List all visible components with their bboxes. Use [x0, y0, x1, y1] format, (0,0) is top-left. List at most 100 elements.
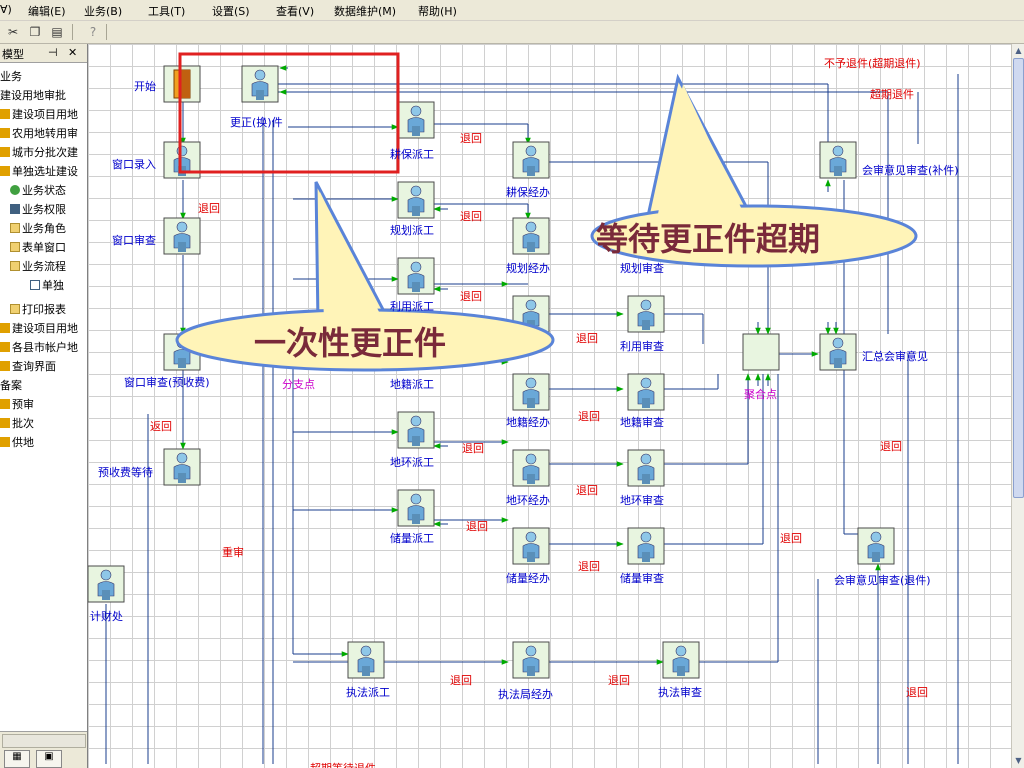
fee-wait-label: 预收费等待 — [98, 466, 153, 479]
correction-label: 更正(换)件 — [230, 116, 283, 129]
tree-item[interactable]: 业务角色 — [10, 220, 66, 236]
return-label: 退回 — [576, 332, 598, 345]
tree-item[interactable]: 查询界面 — [0, 358, 56, 374]
tree-item-label: 业务流程 — [22, 260, 66, 273]
menu-settings[interactable]: 设置(S) — [212, 5, 250, 18]
tree-item[interactable]: 打印报表 — [10, 301, 66, 317]
tree-item-label: 城市分批次建 — [12, 146, 78, 159]
tree-item[interactable]: 备案 — [0, 379, 22, 392]
highlight-box — [178, 52, 400, 174]
tree-item-label: 建设项目用地 — [12, 108, 78, 121]
return-label: 退回 — [880, 440, 902, 453]
form-view-tab-icon[interactable]: ▣ — [36, 750, 62, 768]
menu-help[interactable]: 帮助(H) — [418, 5, 457, 18]
tree-item[interactable]: 表单窗口 — [10, 239, 66, 255]
model-view-tab-icon[interactable]: ▦ — [4, 750, 30, 768]
return-label: 退回 — [460, 290, 482, 303]
menu-data-maintenance[interactable]: 数据维护(M) — [334, 5, 397, 18]
menu-file[interactable]: Ɐ) — [0, 3, 12, 16]
menu-tools[interactable]: 工具(T) — [148, 5, 186, 18]
tree-item[interactable]: 业务流程 — [10, 258, 66, 274]
enforce-handle-node — [512, 641, 550, 679]
panel-header: 模型 ⊣ ✕ — [0, 44, 87, 63]
tree-item[interactable]: 建设项目用地 — [0, 106, 78, 122]
guihua-dispatch-node — [397, 181, 435, 219]
chuliang-review-node — [627, 527, 665, 565]
tree-item[interactable]: 建设用地审批 — [0, 89, 66, 102]
tree-item-label: 业务状态 — [22, 184, 66, 197]
chuliang-dispatch-node — [397, 489, 435, 527]
scroll-up-icon[interactable]: ▲ — [1015, 46, 1022, 55]
folder-icon — [10, 304, 20, 314]
chuliang-review-label: 储量审查 — [620, 572, 664, 585]
permission-icon — [10, 204, 20, 214]
enforce-dispatch-node — [347, 641, 385, 679]
pin-icon[interactable]: ⊣ — [48, 46, 58, 59]
chuliang-handle-label: 储量经办 — [506, 572, 550, 585]
tree-item[interactable]: 预审 — [0, 396, 34, 412]
copy-icon[interactable]: ❐ — [29, 25, 41, 39]
return-label: 退回 — [466, 520, 488, 533]
tree-item[interactable]: 业务权限 — [10, 201, 66, 217]
callout-right-text: 等待更正件超期 — [596, 220, 821, 258]
joint-return-label: 会审意见审查(退件) — [834, 574, 931, 587]
menu-edit[interactable]: 编辑(E) — [28, 5, 66, 18]
dihuan-dispatch-node — [397, 411, 435, 449]
diji-handle-label: 地籍经办 — [506, 416, 550, 429]
diji-review-label: 地籍审查 — [620, 416, 664, 429]
panel-footer: ▦ ▣ — [0, 731, 87, 768]
scroll-down-icon[interactable]: ▼ — [1015, 756, 1022, 765]
workflow-icon — [0, 399, 10, 409]
workflow-icon — [0, 128, 10, 138]
paste-icon[interactable]: ▤ — [51, 25, 63, 39]
overdue-return-label: 超期退件 — [870, 88, 914, 101]
workflow-canvas[interactable]: 开始 更正(换)件 窗口录入 窗口审查 窗口审查(预收费) 预收费等待 计财处 … — [88, 44, 1011, 768]
reexam-label: 重审 — [222, 546, 244, 559]
callout-right — [590, 73, 918, 268]
start-label: 开始 — [134, 80, 156, 93]
liyong-review-label: 利用审查 — [620, 340, 664, 353]
return-label: 退回 — [198, 202, 220, 215]
tree-item-label: 业务权限 — [22, 203, 66, 216]
tree-item[interactable]: 业务状态 — [10, 182, 66, 198]
workflow-icon — [0, 323, 10, 333]
gengbao-handle-node — [512, 141, 550, 179]
dihuan-review-node — [627, 449, 665, 487]
tree-item[interactable]: 农用地转用审 — [0, 125, 78, 141]
gengbao-handle-label: 耕保经办 — [506, 186, 550, 199]
tree-item[interactable]: 业务 — [0, 70, 22, 83]
workflow-icon — [0, 437, 10, 447]
enforce-review-node — [662, 641, 700, 679]
start-node — [163, 65, 201, 103]
diji-handle-node — [512, 373, 550, 411]
fee-wait-node — [163, 448, 201, 486]
close-icon[interactable]: ✕ — [68, 46, 78, 59]
window-review-node — [163, 217, 201, 255]
tree-item[interactable]: 批次 — [0, 415, 34, 431]
menu-business[interactable]: 业务(B) — [84, 5, 123, 18]
tree-item[interactable]: 单独选址建设 — [0, 163, 78, 179]
cut-icon[interactable]: ✂ — [7, 25, 19, 39]
return-back-label: 返回 — [150, 420, 172, 433]
scroll-thumb[interactable] — [1013, 58, 1024, 498]
tree-item-label: 预审 — [12, 398, 34, 411]
tree-item[interactable]: 城市分批次建 — [0, 144, 78, 160]
workflow-icon — [0, 418, 10, 428]
menu-view[interactable]: 查看(V) — [276, 5, 315, 18]
no-return-label: 不予退件(超期退件) — [824, 57, 921, 70]
tree-item-label: 各县市帐户地 — [12, 341, 78, 354]
joint-return-node — [857, 527, 895, 565]
model-panel: 模型 ⊣ ✕ 业务 建设用地审批 建设项目用地 农用地转用审 城市分批次建 单独… — [0, 44, 88, 768]
tree-item[interactable]: 供地 — [0, 434, 34, 450]
tree-item[interactable]: 各县市帐户地 — [0, 339, 78, 355]
folder-icon — [10, 223, 20, 233]
joint-supp-node — [819, 141, 857, 179]
vertical-scrollbar[interactable]: ▲ ▼ — [1011, 44, 1024, 768]
tree-item[interactable]: 建设项目用地 — [0, 320, 78, 336]
merge-label: 聚合点 — [744, 388, 777, 401]
help-icon[interactable]: ? — [89, 25, 97, 39]
tree-item[interactable]: 单独 — [30, 277, 64, 293]
dihuan-review-label: 地环审查 — [620, 494, 664, 507]
horizontal-scrollbar[interactable] — [2, 734, 86, 748]
gengbao-dispatch-label: 耕保派工 — [390, 148, 434, 161]
